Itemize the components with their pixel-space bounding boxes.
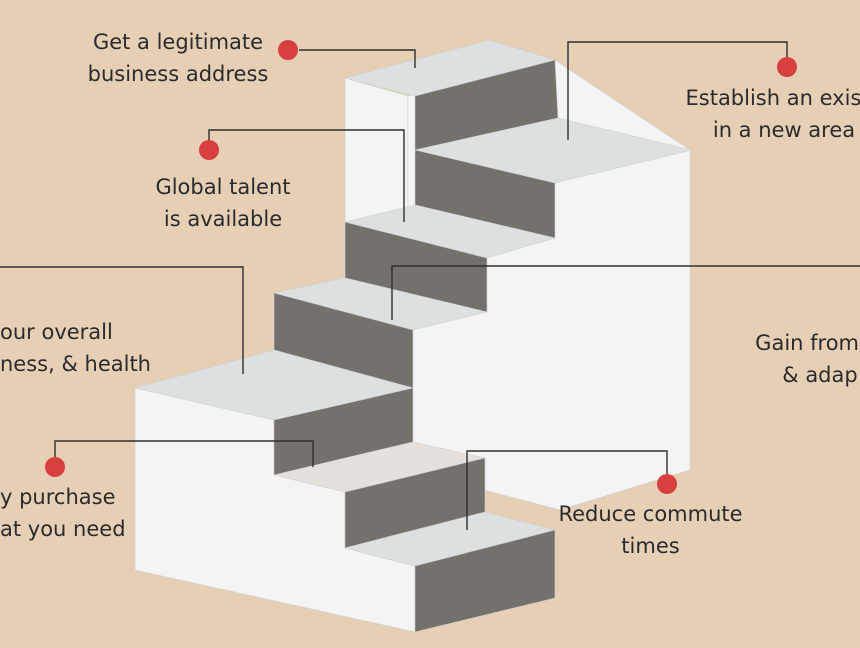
marker-dot bbox=[657, 474, 677, 494]
callout-line: our overall bbox=[0, 320, 113, 344]
connector-line bbox=[466, 450, 668, 530]
connector-line bbox=[208, 129, 405, 222]
callout-line: Get a legitimate bbox=[92, 30, 264, 54]
marker-dot bbox=[777, 57, 797, 77]
markers bbox=[45, 40, 797, 494]
marker-dot bbox=[199, 140, 219, 160]
marker-dot bbox=[45, 457, 65, 477]
staircase bbox=[134, 39, 693, 633]
callout-line: at you need bbox=[0, 517, 126, 541]
callout-talent: Global talent is available bbox=[138, 171, 308, 235]
callout-line: Establish an existe bbox=[685, 86, 860, 110]
connectors bbox=[0, 41, 860, 530]
callout-line: is available bbox=[163, 207, 283, 231]
connector-line bbox=[0, 266, 244, 374]
callout-line: business address bbox=[87, 62, 269, 86]
callout-purchase: y purchase at you need bbox=[0, 481, 140, 545]
callout-address: Get a legitimate business address bbox=[78, 26, 278, 90]
callout-line: in a new area bbox=[712, 118, 856, 142]
connector-line bbox=[299, 49, 416, 68]
callout-commute: Reduce commute times bbox=[548, 498, 753, 562]
callout-line: Reduce commute bbox=[558, 502, 743, 526]
callout-line: Gain from in bbox=[755, 331, 860, 355]
connector-line bbox=[567, 41, 788, 140]
callout-gain: Gain from in & adap bbox=[715, 327, 860, 391]
callout-establish: Establish an existe in a new area bbox=[654, 82, 860, 146]
callout-line: y purchase bbox=[0, 485, 116, 509]
callout-line: times bbox=[621, 534, 680, 558]
callout-wellness: our overall ness, & health bbox=[0, 316, 170, 380]
callout-line: & adap bbox=[782, 363, 858, 387]
marker-dot bbox=[278, 40, 298, 60]
callout-line: ness, & health bbox=[0, 352, 151, 376]
connector-line bbox=[54, 440, 314, 467]
stair-riser bbox=[414, 529, 556, 633]
callout-line: Global talent bbox=[155, 175, 291, 199]
connector-line bbox=[391, 265, 860, 320]
